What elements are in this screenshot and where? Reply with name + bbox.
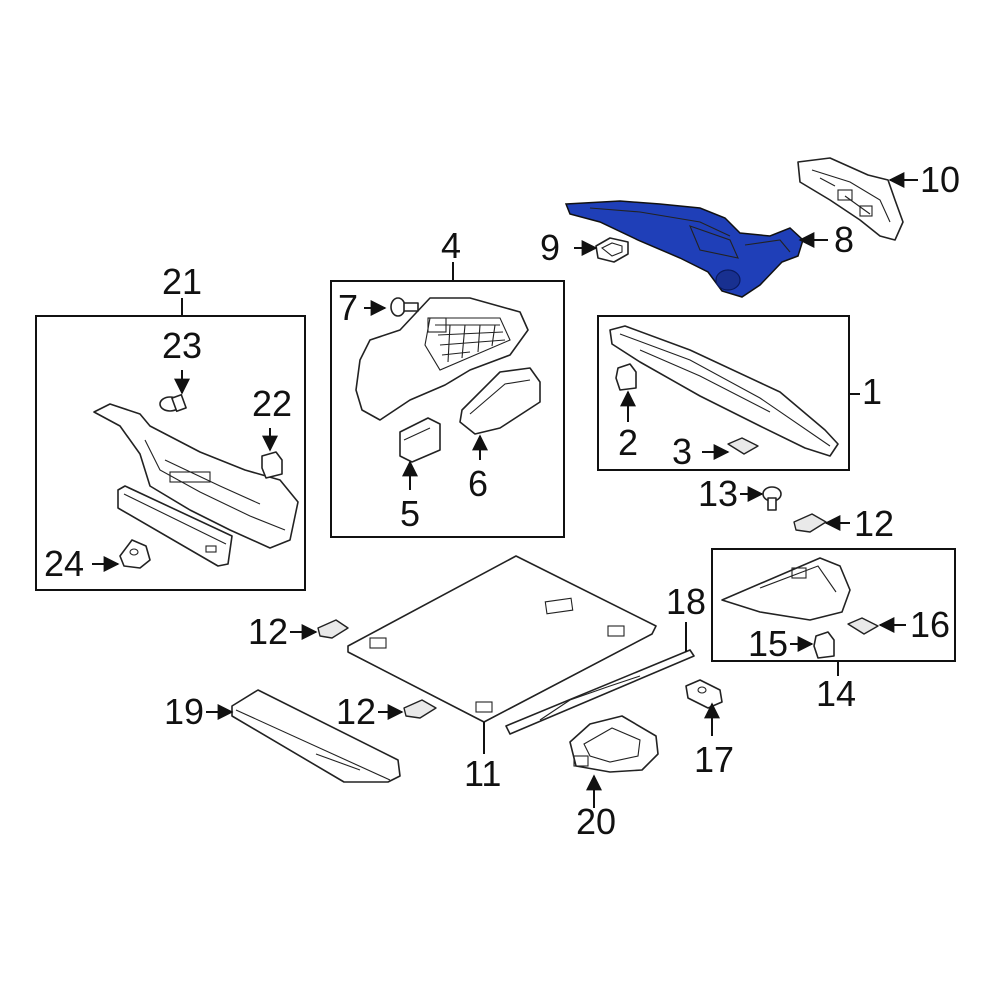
part-6-cover[interactable] [459,367,541,435]
callout-16: 16 [910,604,950,645]
callout-20: 20 [576,801,616,842]
part-16-pad[interactable] [847,617,879,635]
callout-18: 18 [666,581,706,622]
part-18-strip[interactable] [505,649,695,735]
part-5-cover[interactable] [399,417,441,463]
callout-4: 4 [441,225,461,266]
callout-17: 17 [694,739,734,780]
callout-6: 6 [468,463,488,504]
callout-12-right: 12 [854,503,894,544]
callout-14: 14 [816,673,856,714]
callout-12-left: 12 [248,611,288,652]
part-21-rear-panel[interactable] [93,403,299,549]
callout-1: 1 [862,371,882,412]
part-19-bar[interactable] [231,689,401,783]
part-13-screw[interactable] [762,486,782,511]
part-14-side-cover[interactable] [721,557,851,621]
part-12-clip-b[interactable] [403,699,437,719]
callout-12-bottom: 12 [336,691,376,732]
part-4-side-trim[interactable] [355,297,529,421]
callout-3: 3 [672,431,692,472]
callout-10: 10 [920,159,960,200]
part-12-clip-c[interactable] [793,513,827,533]
part-3-pad[interactable] [727,437,759,455]
callout-2: 2 [618,422,638,463]
part-1-panel[interactable] [609,325,839,457]
callout-23: 23 [162,325,202,366]
part-7-screw[interactable] [390,297,419,317]
callout-24: 24 [44,543,84,584]
part-2-clip[interactable] [615,363,637,391]
group-box-14 [711,548,956,662]
callout-19: 19 [164,691,204,732]
part-15-clip[interactable] [813,631,835,659]
part-11-floor-board[interactable] [347,555,657,723]
callout-22: 22 [252,383,292,424]
part-8-trim-panel[interactable] [564,200,804,298]
callout-11: 11 [464,753,501,794]
part-10-bracket[interactable] [797,157,904,241]
part-20-tray[interactable] [569,715,659,773]
part-9-clip[interactable] [595,237,629,263]
part-12-clip-a[interactable] [317,619,349,639]
callout-13: 13 [698,473,738,514]
callout-8: 8 [834,219,854,260]
part-17-bracket[interactable] [685,679,723,709]
group-box-4 [330,280,565,538]
part-21-lower-strip[interactable] [117,485,233,567]
callout-7: 7 [338,287,358,328]
callout-21: 21 [162,261,202,302]
callout-5: 5 [400,493,420,534]
part-23-screw[interactable] [159,393,187,413]
group-box-21 [35,315,306,591]
part-24-clip[interactable] [119,539,151,569]
callout-15: 15 [748,623,788,664]
callout-9: 9 [540,227,560,268]
part-22-clip[interactable] [261,451,283,479]
